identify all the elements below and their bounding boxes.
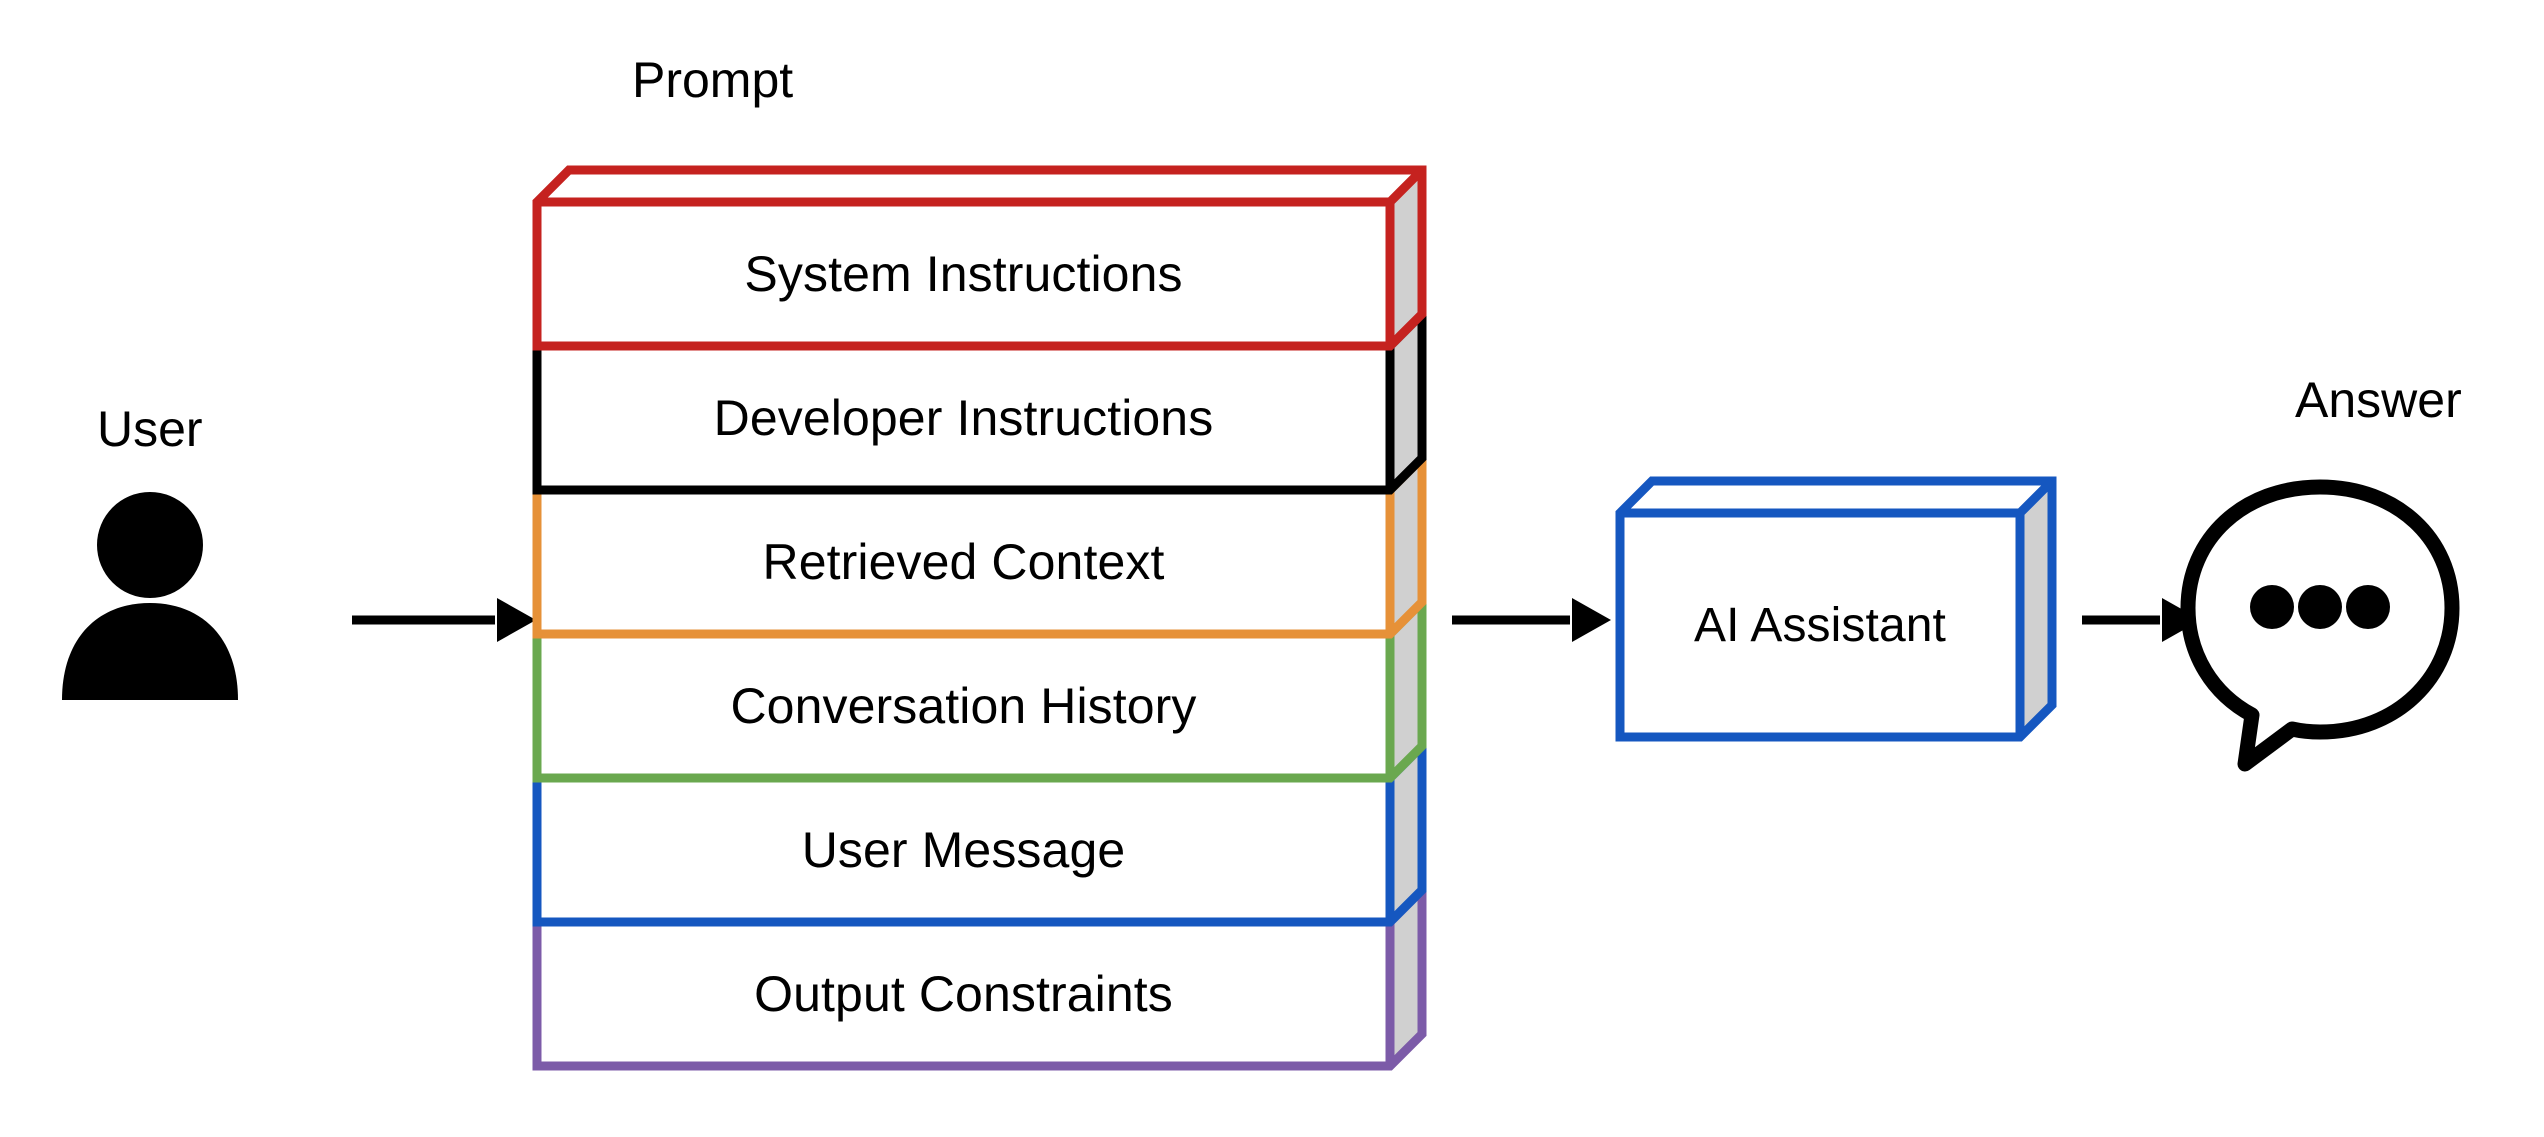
arrow-user-to-prompt bbox=[352, 598, 536, 642]
ellipsis-dot-2 bbox=[2298, 585, 2342, 629]
box-front-face bbox=[1620, 513, 2020, 737]
user-person-icon bbox=[62, 492, 238, 700]
box-inner-edges bbox=[1620, 477, 2056, 737]
box-front-face bbox=[537, 922, 1390, 1066]
box-side-face bbox=[1390, 746, 1422, 922]
box-side-face bbox=[1390, 170, 1422, 346]
box-side-face bbox=[1390, 458, 1422, 634]
box-side-face bbox=[2020, 481, 2052, 737]
box-front-face bbox=[537, 490, 1390, 634]
user-label: User bbox=[97, 401, 203, 457]
box-front-face bbox=[537, 778, 1390, 922]
box-outline bbox=[1615, 476, 2057, 742]
box-inner-edges bbox=[537, 166, 1426, 346]
box-side-face bbox=[1390, 890, 1422, 1066]
box-top-face bbox=[1620, 481, 2052, 513]
box-front-face bbox=[537, 634, 1390, 778]
arrow-prompt-to-assistant bbox=[1452, 598, 1611, 642]
ellipsis-dot-1 bbox=[2250, 585, 2294, 629]
prompt-stack-title: Prompt bbox=[632, 52, 794, 108]
box-outline bbox=[532, 165, 1427, 351]
answer-label: Answer bbox=[2295, 372, 2462, 428]
box-top-face bbox=[537, 170, 1422, 202]
box-front-face bbox=[537, 346, 1390, 490]
box-front-face bbox=[537, 202, 1390, 346]
box-side-face bbox=[1390, 602, 1422, 778]
prompt-layer-system-instructions[interactable] bbox=[532, 165, 1427, 351]
ellipsis-dot-3 bbox=[2346, 585, 2390, 629]
speech-bubble-ellipsis-icon bbox=[2180, 479, 2460, 772]
ai-assistant-box[interactable] bbox=[1615, 476, 2057, 742]
box-side-face bbox=[1390, 314, 1422, 490]
